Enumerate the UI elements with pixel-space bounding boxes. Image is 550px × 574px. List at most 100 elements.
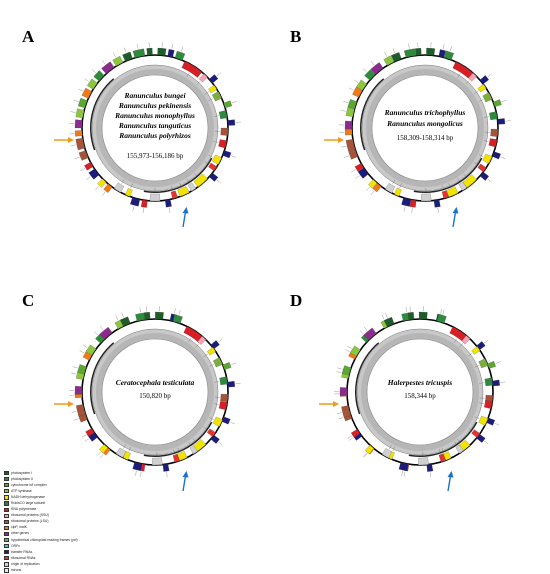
gene-label-tick (83, 345, 87, 348)
species-name: Ranunculus mongolicus (386, 119, 463, 128)
legend-swatch (4, 483, 9, 487)
inner-circle (372, 75, 478, 181)
gene-label-tick (351, 170, 355, 173)
genome-length: 150,820 bp (139, 392, 171, 400)
gene-block (155, 312, 163, 319)
gene-label-tick (371, 191, 374, 195)
legend-swatch (4, 489, 9, 493)
gene-block (212, 155, 222, 165)
panel-c: C Ceratocephala testiculata 150,820 bp (22, 291, 241, 491)
gene-label-tick (100, 326, 103, 330)
gene-label-tick (393, 48, 395, 53)
gene-block (410, 200, 416, 208)
gene-label-tick (219, 442, 223, 445)
gene-label-tick (140, 307, 141, 312)
panel-letter: D (290, 291, 302, 310)
gene-label-tick (438, 208, 439, 213)
gene-label-tick (366, 187, 369, 191)
gene-block (489, 138, 497, 147)
gene-label-tick (174, 308, 175, 313)
species-name: Ranunculus monophyllus (114, 111, 195, 120)
gene-block (114, 183, 124, 193)
legend-swatch (4, 568, 9, 572)
panel-letter: A (22, 27, 35, 46)
gene-block (497, 118, 504, 124)
species-name: Ranunculus polyrhizos (118, 131, 191, 140)
legend-label: ribosomal RNAs (11, 556, 36, 561)
gene-label-tick (71, 373, 76, 374)
legend-label: other genes (11, 531, 29, 536)
gene-block (479, 359, 488, 369)
gene-label-tick (92, 69, 96, 72)
gene-label-tick (443, 309, 444, 314)
gene-label-tick (349, 438, 353, 441)
gene-label-tick (74, 419, 79, 421)
legend-swatch (4, 526, 9, 530)
gene-block (168, 49, 175, 57)
gene-block (94, 70, 105, 81)
gene-label-tick (337, 368, 342, 369)
orange-arrow-head-icon (68, 137, 74, 143)
gene-label-tick (231, 156, 236, 158)
gene-block (221, 128, 228, 136)
gene-label-tick (363, 68, 367, 71)
species-name: Ranunculus tanguticus (118, 121, 191, 130)
legend-item: introns (4, 568, 124, 574)
legend-swatch (4, 477, 9, 481)
gene-block (163, 464, 169, 472)
gene-label-tick (236, 383, 241, 384)
legend-swatch (4, 562, 9, 566)
orange-arrow-head-icon (333, 401, 339, 407)
gene-label-tick (500, 382, 505, 383)
legend-label: clpP, matK (11, 525, 27, 530)
gene-label-tick (167, 472, 168, 477)
gene-label-tick (97, 452, 100, 456)
gene-label-tick (85, 79, 89, 82)
gene-block (220, 394, 228, 402)
gene-legend: photosystem I photosystem II cytochrome … (4, 470, 124, 574)
gene-label-tick (71, 145, 76, 146)
gene-block (101, 62, 114, 74)
gene-block (434, 200, 440, 208)
panel-a: A Ranunculus bungei Ranunculus pekinensi… (22, 27, 241, 227)
gene-block (489, 111, 497, 119)
gene-label-tick (143, 208, 144, 213)
species-name: Ceratocephala testiculata (116, 378, 195, 387)
legend-swatch (4, 501, 9, 505)
legend-label: cytochrome b/f complex (11, 483, 47, 488)
gene-block (213, 417, 222, 427)
blue-arrow-head-icon (448, 471, 454, 478)
gene-block (82, 88, 92, 98)
legend-swatch (4, 520, 9, 524)
gene-label-tick (347, 346, 351, 349)
gene-label-tick (496, 362, 501, 364)
gene-label-tick (484, 340, 488, 343)
blue-arrow-head-icon (183, 207, 189, 214)
gene-block (144, 312, 150, 319)
genome-maps-figure: A Ranunculus bungei Ranunculus pekinensi… (0, 0, 550, 540)
gene-block (492, 380, 500, 386)
legend-label: ribosomal proteins (SSU) (11, 513, 49, 518)
gene-label-tick (146, 306, 147, 311)
gene-label-tick (430, 472, 431, 477)
gene-label-tick (230, 422, 235, 424)
gene-block (419, 312, 427, 319)
legend-swatch (4, 556, 9, 560)
legend-label: introns (11, 568, 21, 573)
orange-arrow-head-icon (68, 401, 74, 407)
gene-label-tick (232, 101, 237, 103)
gene-label-tick (502, 100, 507, 102)
gene-label-tick (441, 309, 442, 314)
genome-length: 155,973-156,186 bp (127, 152, 184, 160)
gene-block (408, 312, 414, 320)
gene-block (484, 400, 492, 408)
species-name: Halerpestes tricuspis (387, 378, 452, 387)
gene-label-tick (344, 156, 349, 158)
legend-label: ribosomal proteins (LSU) (11, 519, 49, 524)
gene-label-tick (217, 73, 221, 76)
gene-label-tick (412, 208, 413, 213)
gene-block (493, 99, 501, 106)
gene-block (75, 131, 82, 137)
gene-block (87, 79, 97, 90)
gene-label-tick (137, 44, 138, 49)
